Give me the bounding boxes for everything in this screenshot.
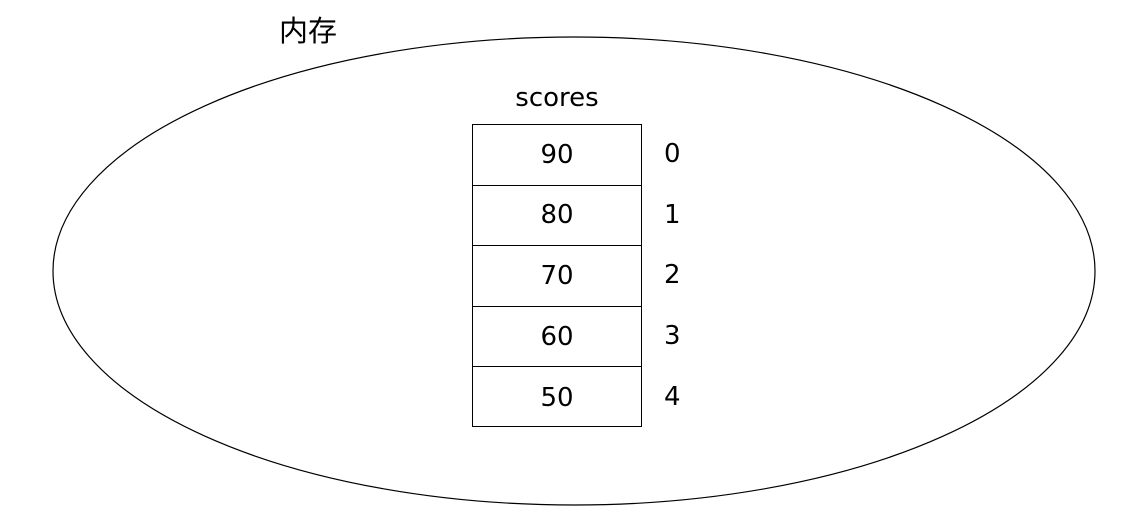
array-cell: 80 bbox=[473, 186, 641, 247]
array-index-label: 1 bbox=[664, 199, 681, 230]
array-cell: 50 bbox=[540, 382, 574, 413]
array-cell: 60 bbox=[473, 307, 641, 368]
array-index-label: 0 bbox=[664, 139, 681, 170]
array-index-label: 4 bbox=[664, 381, 681, 412]
array-index-column: 0 1 2 3 4 bbox=[642, 124, 722, 427]
array-table: 90 80 70 60 50 bbox=[472, 124, 642, 427]
array-name-label: scores bbox=[515, 83, 599, 113]
array-cell: 70 bbox=[473, 246, 641, 307]
memory-region-label: 内存 bbox=[279, 14, 338, 48]
array-index-label: 3 bbox=[664, 321, 681, 352]
array-index-label: 2 bbox=[664, 260, 681, 291]
array-cell: 90 bbox=[473, 125, 641, 186]
